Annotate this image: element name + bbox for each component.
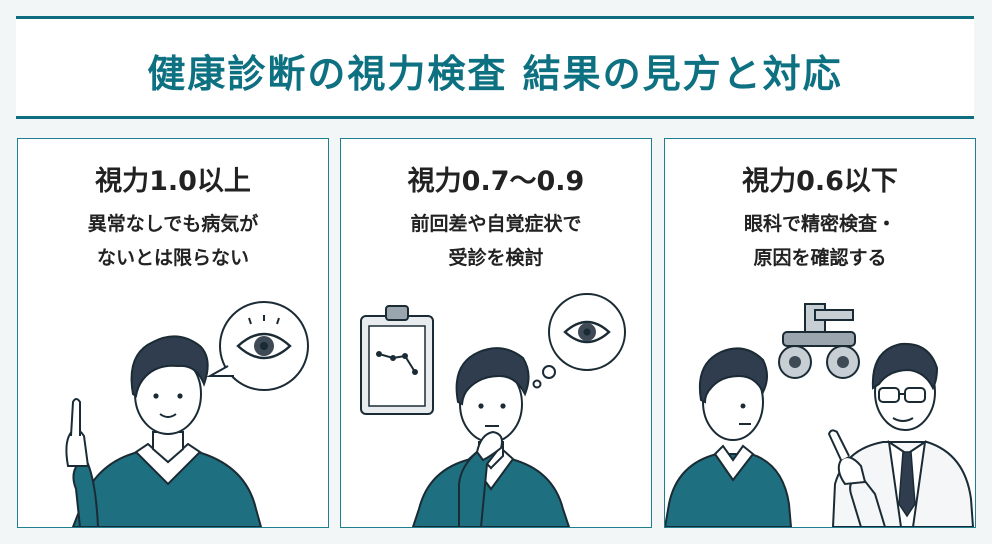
page-title: 健康診断の視力検査 結果の見方と対応 (147, 52, 843, 96)
panel-normal-vision: 視力1.0以上 異常なしでも病気が ないとは限らない (17, 138, 329, 528)
panel-description: 眼科で精密検査・ 原因を確認する (665, 207, 975, 275)
panel-heading: 視力0.6以下 (742, 166, 898, 197)
panel-heading: 視力0.7～0.9 (407, 166, 585, 197)
doctor-consultation-illustration (665, 303, 975, 527)
panel-description: 異常なしでも病気が ないとは限らない (18, 207, 328, 275)
panel-low-vision: 視力0.6以下 眼科で精密検査・ 原因を確認する (664, 138, 976, 528)
panel-line: 前回差や自覚症状で (410, 213, 582, 235)
phoropter-icon (778, 303, 860, 379)
clipboard-chart-icon (360, 305, 434, 415)
eye-icon (236, 315, 292, 360)
man-pointing-illustration (65, 301, 309, 527)
panel-line: 原因を確認する (753, 247, 887, 269)
title-bar: 健康診断の視力検査 結果の見方と対応 (16, 16, 974, 119)
eye-icon (563, 320, 611, 344)
panel-description: 前回差や自覚症状で 受診を検討 (341, 207, 651, 275)
panel-line: 受診を検討 (448, 247, 544, 269)
panel-heading: 視力1.0以上 (95, 166, 251, 197)
panel-line: 異常なしでも病気が (87, 213, 259, 235)
man-thinking-illustration (360, 293, 626, 527)
panel-mid-vision: 視力0.7～0.9 前回差や自覚症状で 受診を検討 (340, 138, 652, 528)
panel-line: 眼科で精密検査・ (743, 213, 896, 235)
panel-line: ないとは限らない (96, 247, 249, 269)
